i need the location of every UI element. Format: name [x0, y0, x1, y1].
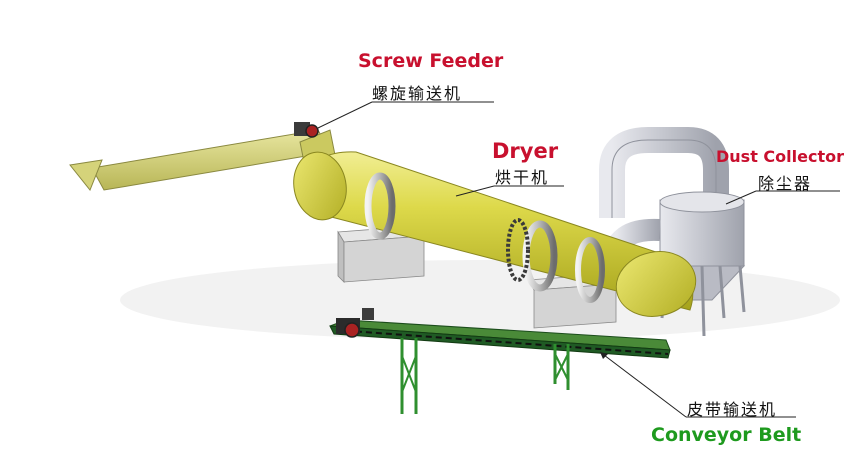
dryer-label: Dryer [492, 139, 559, 163]
callout-lines [317, 101, 840, 418]
screw-feeder [69, 122, 337, 191]
dust-collector-label: Dust Collector [716, 147, 844, 166]
screw-feeder-label: Screw Feeder [358, 50, 504, 72]
screw-feeder-leader [317, 101, 373, 129]
conveyor-belt-leader [599, 351, 687, 418]
conveyor-belt-label: Conveyor Belt [651, 424, 802, 446]
dryer-label-cn: 烘干机 [495, 168, 550, 187]
conveyor-belt-arrowhead [600, 352, 608, 359]
dust-collector-leader [725, 190, 757, 205]
conveyor-belt [329, 308, 671, 414]
rotary-dryer-drum [293, 151, 697, 317]
conveyor-belt-label-cn: 皮带输送机 [687, 400, 778, 419]
dust-collector-label-cn: 除尘器 [758, 174, 813, 193]
dryer-leader [455, 185, 495, 197]
screw-feeder-label-cn: 螺旋输送机 [372, 84, 463, 103]
